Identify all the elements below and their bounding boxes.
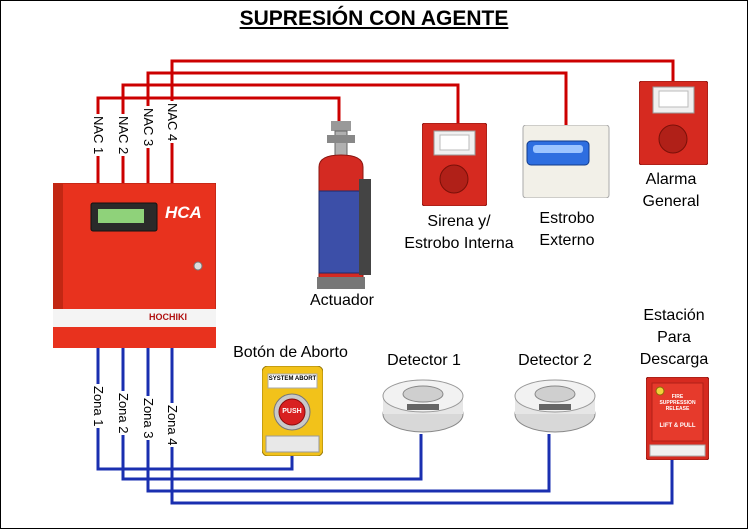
abort-button-header: SYSTEM ABORT [268,376,317,382]
general-alarm-line2: General [642,193,700,210]
abort-button-push: PUSH [282,408,302,415]
external-strobe-line1: Estrobo [539,210,595,227]
pull-station-line1: Estación [643,307,705,324]
detector-1-label: Detector 1 [387,352,461,369]
nac-3-label: NAC 3 [141,106,156,149]
zona-1-label: Zona 1 [91,384,106,429]
control-panel: HCA HOCHIKI [52,182,217,349]
siren-label-line2: Estrobo Interna [404,235,514,252]
external-strobe-device [521,124,611,199]
panel-brand: HCA [165,203,202,222]
detector-1-device [381,374,465,434]
detector-2-device [513,374,597,434]
siren-strobe-device [421,122,488,207]
detector-2-label: Detector 2 [518,352,592,369]
pull-station-text-lift-pull: LIFT & PULL [659,423,696,429]
external-strobe-line2: Externo [539,232,595,249]
pull-station-device: FIRE SUPPRESSION RELEASE LIFT & PULL [645,376,710,461]
general-alarm-device [638,80,709,166]
nac-2-label: NAC 2 [116,114,131,157]
pull-station-line2: Para [657,329,691,346]
pull-station-text-suppression: SUPPRESSION [659,400,696,406]
zona-3-label: Zona 3 [141,396,156,441]
pull-station-text-fire: FIRE [671,394,684,400]
diagram-title: SUPRESIÓN CON AGENTE [239,7,509,30]
nac-1-label: NAC 1 [91,114,106,157]
pull-station-text-release: RELEASE [665,406,690,412]
actuator-label: Actuador [309,292,375,309]
nac-4-label: NAC 4 [165,101,180,144]
zona-2-label: Zona 2 [116,391,131,436]
abort-button-device: SYSTEM ABORT PUSH [261,365,324,457]
siren-label-line1: Sirena y/ [427,213,491,230]
panel-maker: HOCHIKI [149,312,187,322]
abort-button-label: Botón de Aborto [233,344,348,361]
general-alarm-line1: Alarma [645,171,697,188]
nac-1-wire [96,96,341,183]
actuator-cylinder [309,119,374,291]
pull-station-line3: Descarga [639,351,709,368]
zona-4-label: Zona 4 [165,403,180,448]
